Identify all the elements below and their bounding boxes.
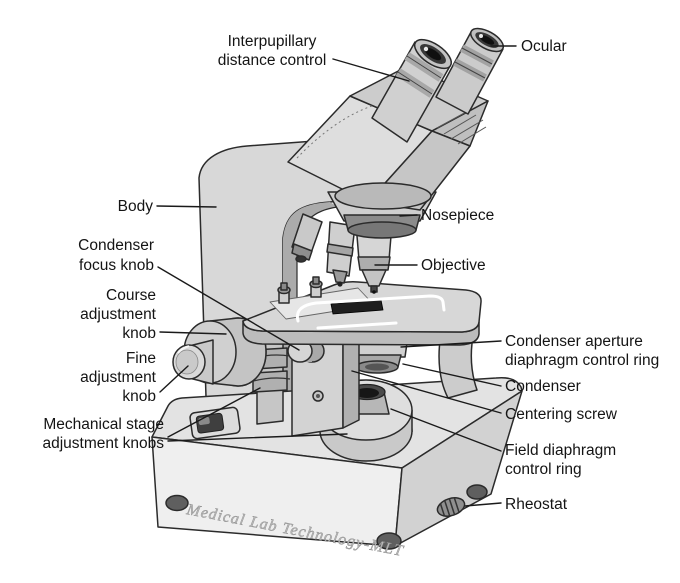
label-objective: Objective xyxy=(421,257,486,274)
leader-course xyxy=(159,331,227,335)
label-centering-screw: Centering screw xyxy=(505,406,618,423)
ocular-front xyxy=(371,38,453,143)
svg-text:knob: knob xyxy=(122,388,156,405)
label-condenser-aperture-diaphragm-control-ring: Condenser aperture diaphragm control rin… xyxy=(505,333,659,369)
leader-field-diaphragm xyxy=(390,408,502,452)
substage-column xyxy=(438,330,478,399)
svg-text:Ocular: Ocular xyxy=(521,38,567,55)
base-feet xyxy=(165,484,488,550)
label-ocular: Ocular xyxy=(521,38,567,55)
svg-text:Rheostat: Rheostat xyxy=(505,496,568,513)
label-mechanical-stage-adjustment-knobs: Mechanical stage adjustment knobs xyxy=(43,416,165,452)
label-body: Body xyxy=(118,198,154,215)
svg-text:Field diaphragm: Field diaphragm xyxy=(505,442,616,459)
label-condenser-focus-knob: Condenser focus knob xyxy=(78,237,154,274)
svg-text:Mechanical stage: Mechanical stage xyxy=(43,416,164,433)
stage xyxy=(242,276,482,346)
svg-text:adjustment: adjustment xyxy=(80,306,157,323)
objective-medium xyxy=(326,221,356,287)
condenser-focus-knob xyxy=(287,339,325,363)
leader-condenser-aperture xyxy=(400,340,502,348)
leader-mechanical-1 xyxy=(167,387,261,438)
stage-clip-screws xyxy=(277,276,323,304)
head-hatching xyxy=(436,110,487,145)
svg-text:diaphragm control ring: diaphragm control ring xyxy=(505,352,659,369)
svg-text:distance control: distance control xyxy=(218,52,327,69)
objectives xyxy=(291,213,393,294)
leader-mechanical-2 xyxy=(167,433,348,442)
leader-interpupillary xyxy=(332,58,410,82)
label-condenser: Condenser xyxy=(505,378,581,395)
svg-text:Objective: Objective xyxy=(421,257,486,274)
fine-adjustment-knob xyxy=(172,339,214,385)
svg-text:Interpupillary: Interpupillary xyxy=(228,33,317,50)
objective-short xyxy=(291,213,323,263)
svg-text:focus knob: focus knob xyxy=(79,257,154,274)
svg-text:Centering screw: Centering screw xyxy=(505,406,618,423)
svg-text:Condenser aperture: Condenser aperture xyxy=(505,333,643,350)
leader-body xyxy=(156,205,217,208)
label-rheostat: Rheostat xyxy=(505,496,568,513)
svg-text:control ring: control ring xyxy=(505,461,582,478)
svg-text:Course: Course xyxy=(106,287,156,304)
svg-text:Fine: Fine xyxy=(126,350,156,367)
leader-nosepiece xyxy=(399,214,418,217)
svg-text:adjustment knobs: adjustment knobs xyxy=(43,435,165,452)
rheostat-knob xyxy=(436,497,466,517)
leader-condenser-focus xyxy=(157,266,300,351)
label-field-diaphragm-control-ring: Field diaphragm control ring xyxy=(505,442,616,478)
svg-text:Nosepiece: Nosepiece xyxy=(421,207,494,224)
label-fine-adjustment-knob: Fine adjustment knob xyxy=(80,350,157,405)
leader-fine xyxy=(159,365,189,393)
label-course-adjustment-knob: Course adjustment knob xyxy=(80,287,157,342)
leader-lines xyxy=(156,45,517,507)
svg-text:adjustment: adjustment xyxy=(80,369,157,386)
leader-rheostat xyxy=(464,502,502,507)
leader-centering-screw xyxy=(351,370,502,414)
power-switch xyxy=(189,406,241,440)
label-interpupillary-distance-control: Interpupillary distance control xyxy=(218,33,327,69)
svg-text:Condenser: Condenser xyxy=(505,378,581,395)
svg-text:Body: Body xyxy=(118,198,154,215)
leader-condenser xyxy=(402,363,502,387)
svg-text:knob: knob xyxy=(122,325,156,342)
label-nosepiece: Nosepiece xyxy=(421,207,494,224)
svg-text:Condenser: Condenser xyxy=(78,237,154,254)
